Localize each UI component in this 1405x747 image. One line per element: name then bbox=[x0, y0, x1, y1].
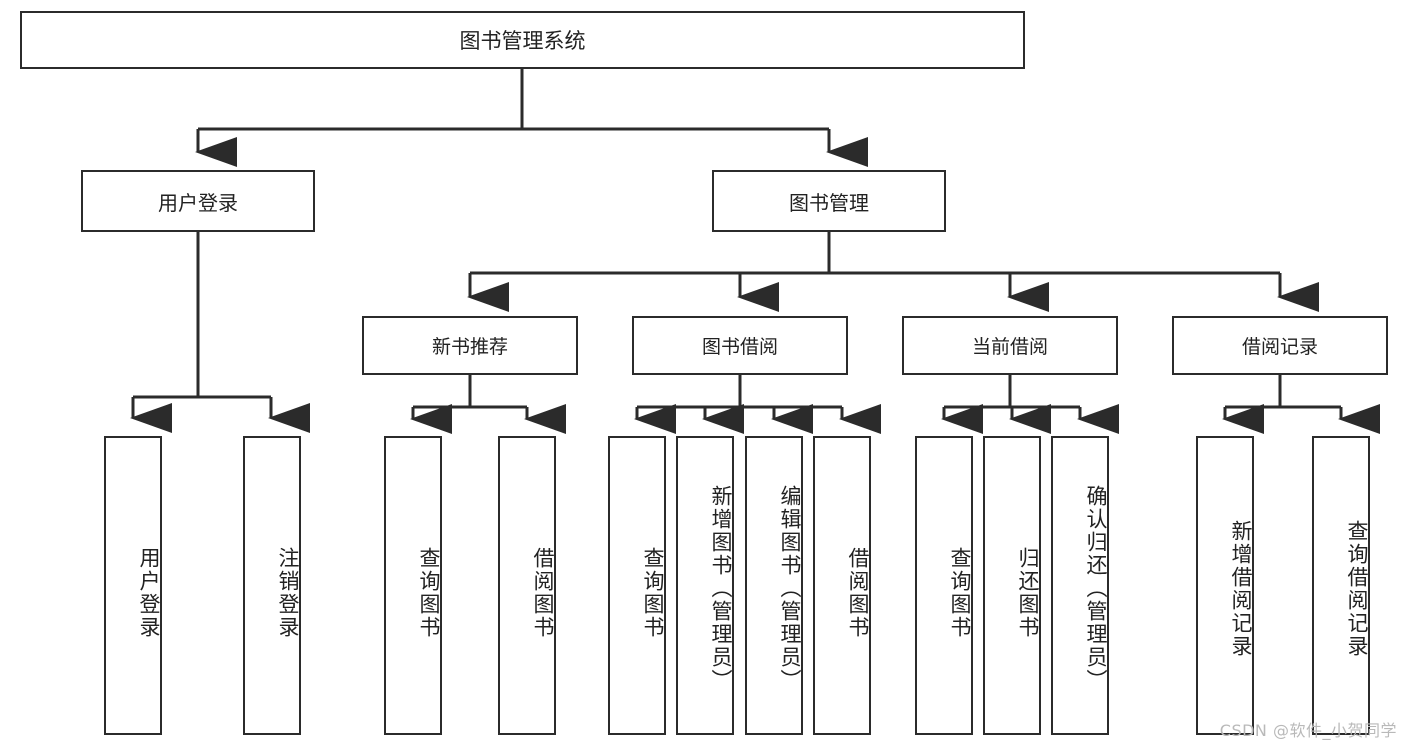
node-book-borrow[interactable]: 图书借阅 bbox=[632, 316, 848, 375]
node-new-book-recommend[interactable]: 新书推荐 bbox=[362, 316, 578, 375]
node-book-management-label: 图书管理 bbox=[789, 190, 869, 215]
leaf-new-book-query[interactable]: 查询图书 bbox=[384, 436, 442, 735]
leaf-new-book-borrow[interactable]: 借阅图书 bbox=[498, 436, 556, 735]
leaf-book-borrow-edit[interactable]: 编辑图书（管理员） bbox=[745, 436, 803, 735]
leaf-book-borrow-query-label: 查询图书 bbox=[641, 546, 665, 639]
node-user-login[interactable]: 用户登录 bbox=[81, 170, 315, 232]
leaf-user-login-logout[interactable]: 注销登录 bbox=[243, 436, 301, 735]
leaf-borrow-record-add[interactable]: 新增借阅记录 bbox=[1196, 436, 1254, 735]
leaf-borrow-record-query[interactable]: 查询借阅记录 bbox=[1312, 436, 1370, 735]
leaf-book-borrow-borrow-label: 借阅图书 bbox=[846, 546, 870, 639]
leaf-book-borrow-edit-label: 编辑图书（管理员） bbox=[778, 485, 802, 692]
leaf-book-borrow-borrow[interactable]: 借阅图书 bbox=[813, 436, 871, 735]
leaf-current-borrow-query[interactable]: 查询图书 bbox=[915, 436, 973, 735]
leaf-current-borrow-return-label: 归还图书 bbox=[1016, 546, 1040, 639]
leaf-borrow-record-query-label: 查询借阅记录 bbox=[1345, 519, 1369, 658]
leaf-book-borrow-add-label: 新增图书（管理员） bbox=[709, 485, 733, 692]
node-book-borrow-label: 图书借阅 bbox=[701, 336, 778, 358]
leaf-current-borrow-query-label: 查询图书 bbox=[948, 546, 972, 639]
leaf-book-borrow-add[interactable]: 新增图书（管理员） bbox=[676, 436, 734, 735]
node-borrow-record-label: 借阅记录 bbox=[1241, 336, 1318, 358]
leaf-borrow-record-add-label: 新增借阅记录 bbox=[1229, 519, 1253, 658]
leaf-current-borrow-confirm-label: 确认归还（管理员） bbox=[1084, 485, 1108, 692]
node-borrow-record[interactable]: 借阅记录 bbox=[1172, 316, 1388, 375]
leaf-user-login-logout-label: 注销登录 bbox=[276, 546, 300, 639]
leaf-new-book-borrow-label: 借阅图书 bbox=[531, 546, 555, 639]
leaf-book-borrow-query[interactable]: 查询图书 bbox=[608, 436, 666, 735]
node-current-borrow[interactable]: 当前借阅 bbox=[902, 316, 1118, 375]
node-book-management[interactable]: 图书管理 bbox=[712, 170, 946, 232]
node-user-login-label: 用户登录 bbox=[158, 190, 238, 215]
node-root[interactable]: 图书管理系统 bbox=[20, 11, 1025, 69]
leaf-new-book-query-label: 查询图书 bbox=[417, 546, 441, 639]
watermark: CSDN @软件_小贺同学 bbox=[1219, 721, 1397, 740]
leaf-user-login-login[interactable]: 用户登录 bbox=[104, 436, 162, 735]
leaf-current-borrow-return[interactable]: 归还图书 bbox=[983, 436, 1041, 735]
leaf-current-borrow-confirm[interactable]: 确认归还（管理员） bbox=[1051, 436, 1109, 735]
leaf-user-login-login-label: 用户登录 bbox=[137, 546, 161, 639]
node-new-book-recommend-label: 新书推荐 bbox=[431, 336, 508, 358]
node-current-borrow-label: 当前借阅 bbox=[971, 336, 1048, 358]
node-root-label: 图书管理系统 bbox=[459, 29, 586, 53]
